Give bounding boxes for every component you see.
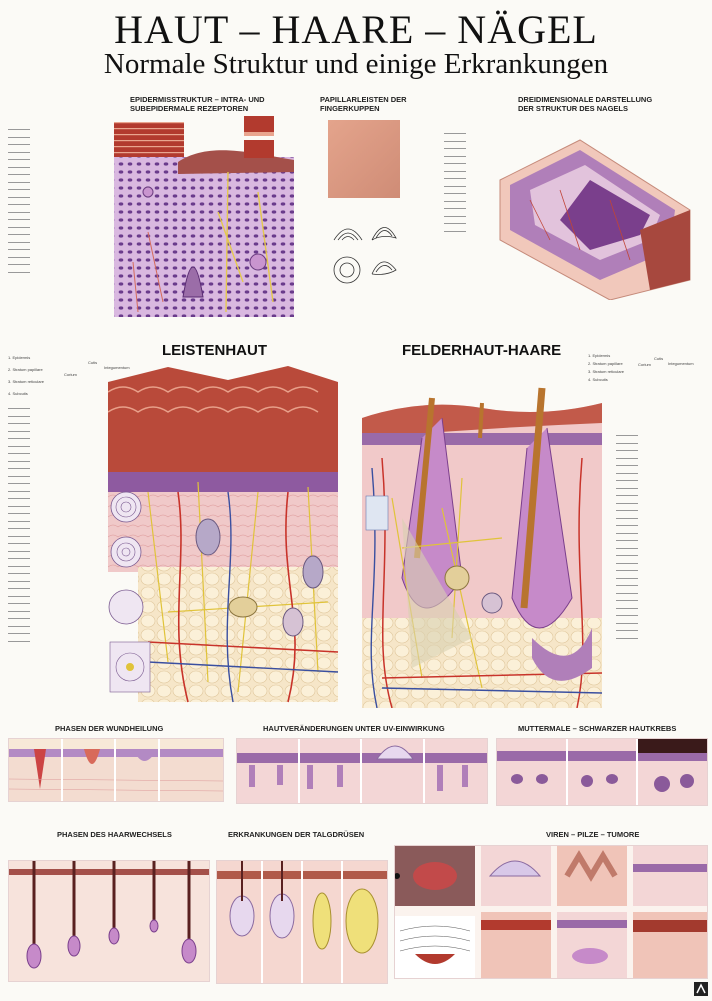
legend-epidermis: 1. Epidermis [8,355,31,360]
leistenhaut-layer-legend: 1. Epidermis 2. Stratum papillare 3. Str… [8,352,44,400]
page-title: HAUT – HAARE – NÄGEL [114,7,598,52]
bracket-integumentum: Integumentum [104,365,130,370]
publisher-logo-icon [694,982,708,996]
epidermis-illustration [108,112,298,317]
felderhaut-illustration [362,378,602,708]
section-title-leistenhaut: LEISTENHAUT [162,342,267,359]
fingertip-texture [328,120,400,198]
fingerprint-patterns [328,210,408,300]
fh-bracket-corium: Corium [638,362,651,367]
page-subtitle: Normale Struktur und einige Erkrankungen [103,48,609,80]
bracket-cutis: Cutis [88,360,98,365]
section-title-moles: MUTTERMALE – SCHWARZER HAUTKREBS [518,724,677,733]
hair-cycle-panel [8,860,210,982]
legend-stratum-reticulare: 3. Stratum reticulare [8,379,45,384]
section-title-papillar: PAPILLARLEISTEN DER FINGERKUPPEN [320,95,407,113]
epidermis-legend [8,126,32,276]
leistenhaut-illustration [108,362,348,707]
uv-changes-panel [236,738,488,804]
nail-3d-illustration [490,130,700,300]
felderhaut-layer-legend: 1. Epidermis 2. Stratum papillare 3. Str… [588,352,624,384]
felderhaut-legend [616,432,640,642]
section-title-epidermis: EPIDERMISSTRUKTUR – INTRA- UND SUBEPIDER… [130,95,265,113]
wound-healing-panel [8,738,224,802]
section-title-uv: HAUTVERÄNDERUNGEN UNTER UV-EINWIRKUNG [263,724,445,733]
section-title-viruses: VIREN – PILZE – TUMORE [546,830,640,839]
viruses-panel [394,845,708,979]
fh-bracket-integumentum: Integumentum [668,361,694,366]
nail-legend-left [444,130,468,235]
fh-legend-epidermis: 1. Epidermis [588,353,611,358]
legend-stratum-papillare: 2. Stratum papillare [8,367,43,372]
section-title-hair-cycle: PHASEN DES HAARWECHSELS [57,830,172,839]
fh-bracket-cutis: Cutis [654,356,664,361]
section-title-wound: PHASEN DER WUNDHEILUNG [55,724,164,733]
section-title-felderhaut: FELDERHAUT-HAARE [402,342,562,359]
fh-legend-subcutis: 4. Subcutis [588,377,608,382]
fh-legend-stratum-papillare: 2. Stratum papillare [588,361,623,366]
section-title-sebaceous: ERKRANKUNGEN DER TALGDRÜSEN [228,830,365,839]
moles-panel [496,738,708,806]
epidermis-receptor-detail [242,112,276,164]
bracket-corium: Corium [64,372,77,377]
legend-subcutis: 4. Subcutis [8,391,28,396]
sebaceous-panel [216,860,388,984]
fh-legend-stratum-reticulare: 3. Stratum reticulare [588,369,625,374]
section-title-nail: DREIDIMENSIONALE DARSTELLUNG DER STRUKTU… [518,95,653,113]
leistenhaut-legend [8,405,32,645]
